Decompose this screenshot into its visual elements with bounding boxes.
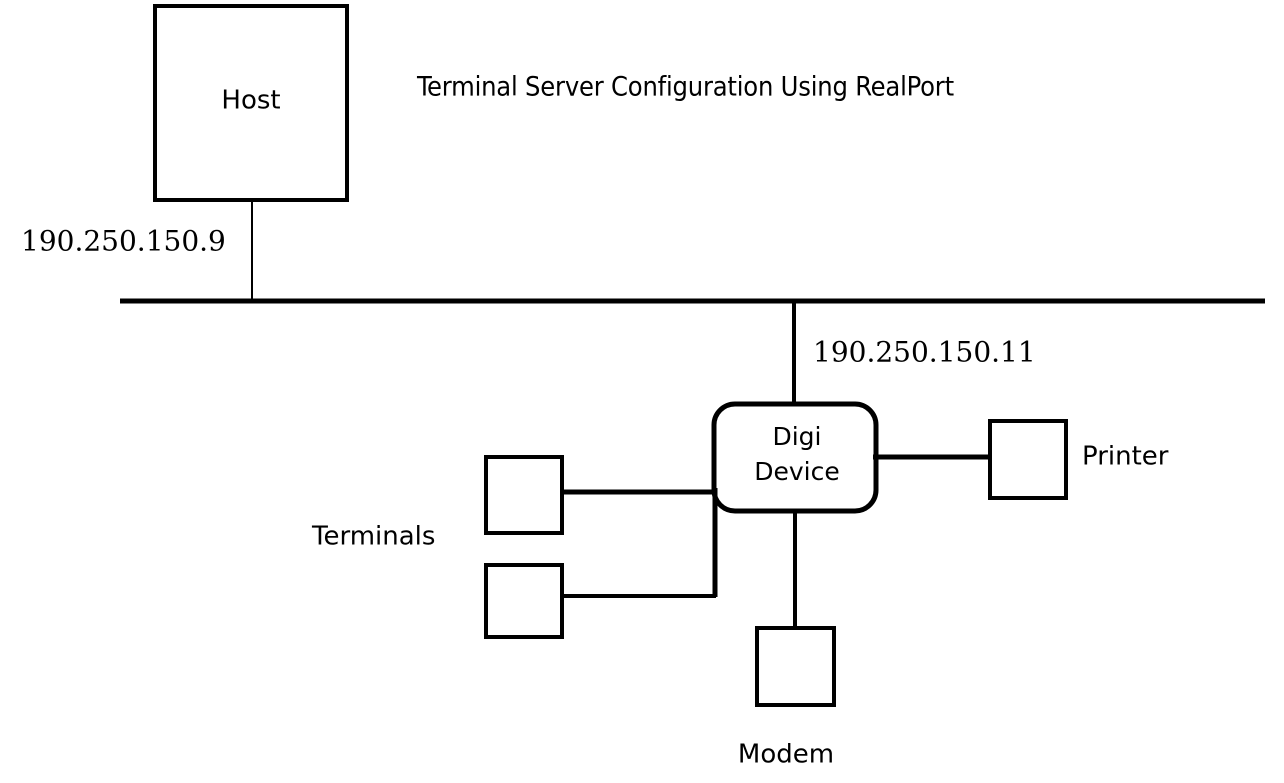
- modem-box[interactable]: [755, 626, 836, 707]
- modem-label: Modem: [738, 740, 834, 770]
- host-box[interactable]: [153, 4, 349, 202]
- printer-box[interactable]: [988, 419, 1068, 500]
- digi-ip-label: 190.250.150.11: [813, 336, 1036, 369]
- page-title: Terminal Server Configuration Using Real…: [416, 72, 954, 103]
- digi-device-label-line2: Device: [754, 457, 840, 486]
- host-label: Host: [221, 86, 280, 116]
- host-ip-label: 190.250.150.9: [21, 225, 226, 258]
- printer-label: Printer: [1082, 442, 1169, 472]
- terminal-box-2[interactable]: [484, 563, 564, 639]
- terminal-box-1[interactable]: [484, 455, 564, 535]
- digi-device-label-line1: Digi: [772, 422, 821, 451]
- terminals-label: Terminals: [311, 522, 435, 552]
